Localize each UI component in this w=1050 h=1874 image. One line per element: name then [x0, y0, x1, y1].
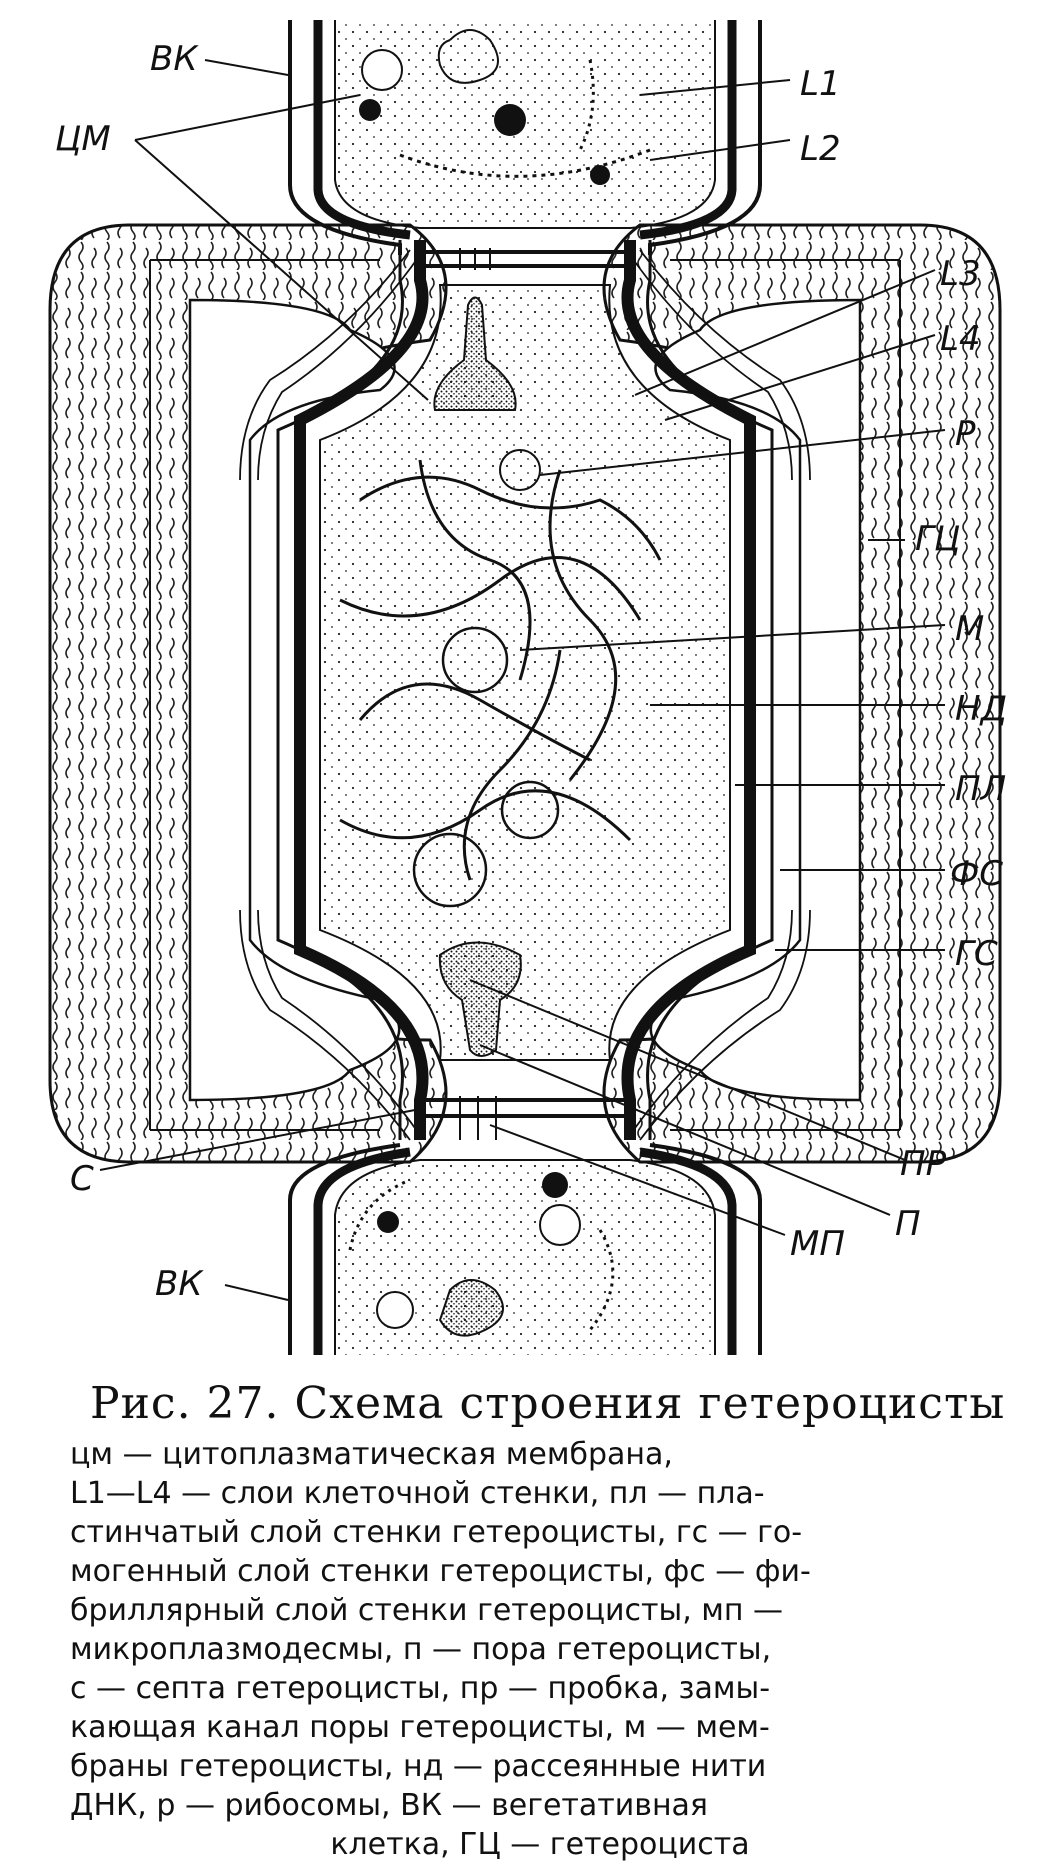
- heterocyst-wall: [276, 240, 774, 1140]
- figure-caption: Рис. 27. Схема строения гетероцисты цм —…: [70, 1378, 1010, 1864]
- caption-line: стинчатый слой стенки гетероцисты, гс — …: [70, 1515, 803, 1550]
- label-mp: МП: [790, 1224, 845, 1264]
- caption-line: бриллярный слой стенки гетероцисты, мп —: [70, 1593, 784, 1628]
- label-cm: ЦМ: [55, 119, 111, 159]
- lamellar-layer: [239, 249, 811, 1141]
- label-nd: НД: [955, 689, 1007, 729]
- septa: [420, 248, 630, 1140]
- label-s: С: [70, 1159, 94, 1199]
- label-l1: L1: [800, 64, 841, 104]
- heterocyst-cytoplasm: [319, 284, 731, 1061]
- label-l4: L4: [940, 319, 981, 359]
- label-l2: L2: [800, 129, 841, 169]
- label-l3: L3: [940, 254, 981, 294]
- caption-line: цм — цитоплазматическая мембрана,: [70, 1437, 673, 1472]
- vegetative-cell-top: [288, 20, 762, 255]
- homogeneous-layer: [188, 298, 862, 1102]
- caption-line: микроплазмодесмы, п — пора гетероцисты,: [70, 1632, 772, 1667]
- caption-line: с — септа гетероцисты, пр — пробка, замы…: [70, 1671, 771, 1706]
- caption-title: Рис. 27. Схема строения гетероцисты: [90, 1378, 1006, 1429]
- caption-line: ДНК, р — рибосомы, ВК — вегетативная: [70, 1788, 708, 1823]
- label-gc: ГЦ: [915, 519, 960, 559]
- label-m: М: [955, 609, 984, 649]
- diagram-labels: ВК ЦМ L1 L2 L3 L4 Р ГЦ М НД ПЛ ФС ГС С П…: [55, 39, 1007, 1304]
- heterocyst-diagram: ВК ЦМ L1 L2 L3 L4 Р ГЦ М НД ПЛ ФС ГС С П…: [48, 20, 1007, 1355]
- caption-line: кающая канал поры гетероцисты, м — мем-: [70, 1710, 770, 1745]
- caption-line: L1—L4 — слои клеточной стенки, пл — пла-: [70, 1476, 765, 1511]
- caption-body: цм — цитоплазматическая мембрана, L1—L4 …: [70, 1435, 1010, 1864]
- caption-line: клетка, ГЦ — гетероциста: [330, 1827, 750, 1862]
- label-p: П: [895, 1204, 921, 1244]
- label-vk-top: ВК: [150, 39, 199, 79]
- label-gs: ГС: [955, 934, 998, 974]
- caption-line: могенный слой стенки гетероцисты, фс — ф…: [70, 1554, 811, 1589]
- label-fs: ФС: [950, 854, 1003, 894]
- label-pr: ПР: [900, 1144, 947, 1184]
- caption-line: браны гетероцисты, нд — рассеянные нити: [70, 1749, 767, 1784]
- polar-plugs: [433, 296, 522, 1057]
- label-vk-bottom: ВК: [155, 1264, 204, 1304]
- leader-lines: [99, 59, 946, 1301]
- vegetative-cell-bottom: [288, 1143, 762, 1355]
- label-r: Р: [955, 414, 976, 454]
- label-pl: ПЛ: [955, 769, 1006, 809]
